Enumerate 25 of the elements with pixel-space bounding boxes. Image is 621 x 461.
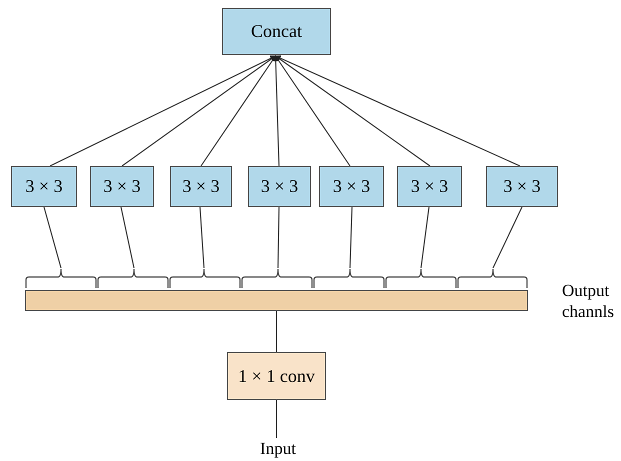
concat-box: Concat — [222, 8, 331, 55]
conv-filter-box: 3 × 3 — [248, 166, 311, 207]
connector-line — [50, 56, 276, 166]
conv-filter-box: 3 × 3 — [11, 166, 77, 207]
conv-box: 1 × 1 conv — [227, 352, 326, 400]
connector-line — [276, 400, 278, 438]
connector-line — [199, 206, 205, 268]
connector-line — [274, 55, 430, 166]
connector-line — [200, 55, 276, 166]
connector-line — [349, 206, 353, 268]
conv-filter-box: 3 × 3 — [486, 166, 558, 207]
side-label: Output channls — [562, 280, 615, 322]
connector-line — [43, 206, 62, 268]
connector-line — [274, 55, 520, 166]
conv-filter-box: 3 × 3 — [319, 166, 384, 207]
input-label: Input — [248, 438, 308, 460]
connector-line — [120, 206, 135, 268]
conv-filter-box: 3 × 3 — [90, 166, 154, 207]
connector-line — [276, 311, 278, 352]
connector-line — [420, 206, 430, 268]
connector-line — [277, 207, 280, 268]
conv-filter-box: 3 × 3 — [397, 166, 462, 207]
conv-filter-box: 3 × 3 — [170, 166, 232, 207]
connector-line — [122, 55, 276, 166]
connector-line — [492, 206, 522, 268]
